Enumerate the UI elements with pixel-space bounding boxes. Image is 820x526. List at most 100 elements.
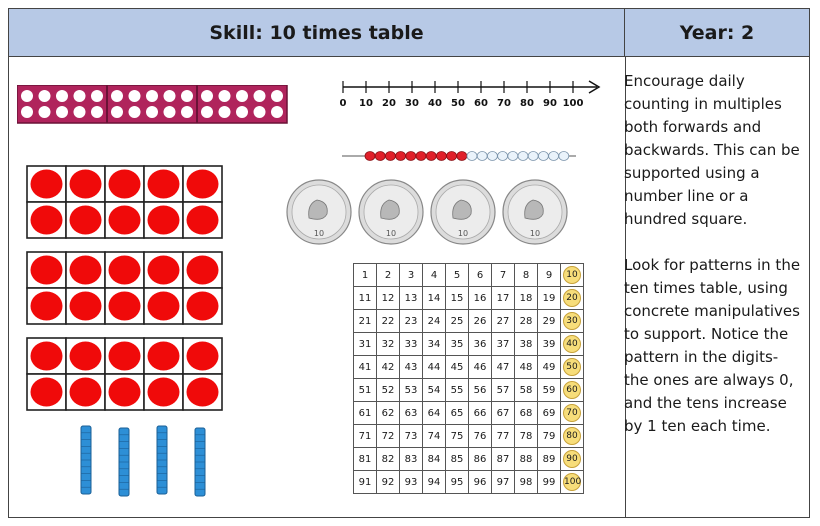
hundred-square-cell: 52 [376, 378, 400, 402]
hundred-square-cell: 23 [399, 309, 423, 333]
hundred-square-cell: 59 [537, 378, 561, 402]
hundred-square-cell: 78 [514, 424, 538, 448]
multiple-of-ten-cell: 60 [560, 378, 584, 402]
hundred-square-cell: 43 [399, 355, 423, 379]
tenframe-bar [17, 85, 288, 124]
counter-icon [147, 205, 180, 235]
hundred-square-cell: 7 [491, 263, 515, 287]
red-bead [446, 151, 457, 161]
guidance-para-2: Look for patterns in the ten times table… [624, 256, 801, 435]
hundred-square-cell: 29 [537, 309, 561, 333]
bar-dot [236, 90, 248, 102]
bar-dot [91, 106, 103, 118]
counter-icon [108, 291, 141, 321]
counter-icon [108, 377, 141, 407]
hundred-square-cell: 84 [422, 447, 446, 471]
number-line-label: 90 [543, 98, 557, 109]
counter-icon [186, 255, 219, 285]
hundred-square-cell: 47 [491, 355, 515, 379]
bar-dot [56, 106, 68, 118]
counter-icon [186, 291, 219, 321]
hundred-square-cell: 79 [537, 424, 561, 448]
counter-icon [108, 169, 141, 199]
hundred-square-cell: 63 [399, 401, 423, 425]
highlight-counter-icon: 70 [563, 404, 581, 422]
bar-dot [218, 106, 231, 118]
tens-rod-icon [194, 427, 206, 497]
ten-pence-coin-icon: 10 [502, 179, 568, 245]
counter-icon [30, 169, 63, 199]
number-line-label: 60 [474, 98, 488, 109]
counter-icon [30, 205, 63, 235]
bar-dot [56, 90, 68, 102]
hundred-square-cell: 93 [399, 470, 423, 494]
ten-frame-icon [26, 165, 223, 239]
bar-dot [146, 90, 158, 102]
red-bead [415, 151, 427, 161]
hundred-square-cell: 4 [422, 263, 446, 287]
white-bead [558, 151, 570, 161]
hundred-square-cell: 98 [514, 470, 538, 494]
hundred-square-cell: 81 [353, 447, 377, 471]
highlight-counter-icon: 20 [563, 289, 581, 307]
coin-label: 10 [458, 229, 468, 238]
red-bead [364, 151, 376, 161]
skill-title: Skill: 10 times table [9, 9, 625, 57]
hundred-square-cell: 37 [491, 332, 515, 356]
ten-pence-coin-icon: 10 [430, 179, 496, 245]
hundred-square-cell: 62 [376, 401, 400, 425]
bar-dot [21, 106, 33, 118]
bar-dot [271, 90, 283, 102]
hundred-square-cell: 54 [422, 378, 446, 402]
hundred-square-cell: 46 [468, 355, 492, 379]
highlight-counter-icon: 10 [563, 266, 581, 284]
counter-icon [147, 291, 180, 321]
bar-dot [271, 106, 283, 118]
counter-icon [30, 377, 63, 407]
white-bead [517, 151, 529, 161]
bar-dot [218, 90, 231, 102]
red-bead [436, 151, 447, 161]
highlight-counter-icon: 80 [563, 427, 581, 445]
multiple-of-ten-cell: 80 [560, 424, 584, 448]
number-line-label: 30 [405, 98, 419, 109]
counter-icon [186, 377, 219, 407]
hundred-square-cell: 51 [353, 378, 377, 402]
hundred-square-cell: 3 [399, 263, 423, 287]
hundred-square-cell: 21 [353, 309, 377, 333]
hundred-square-cell: 68 [514, 401, 538, 425]
tens-rod-icon [156, 425, 168, 495]
counter-icon [30, 255, 63, 285]
hundred-square-cell: 33 [399, 332, 423, 356]
hundred-square-cell: 76 [468, 424, 492, 448]
number-line-label: 50 [451, 98, 465, 109]
year-label: Year: 2 [625, 9, 809, 57]
highlight-counter-icon: 40 [563, 335, 581, 353]
guidance-text: Encourage daily counting in multiples bo… [624, 70, 802, 461]
hundred-square-cell: 74 [422, 424, 446, 448]
bar-dot [21, 90, 33, 102]
hundred-square-cell: 69 [537, 401, 561, 425]
bar-dot [146, 106, 158, 118]
hundred-square-cell: 58 [514, 378, 538, 402]
hundred-square-cell: 64 [422, 401, 446, 425]
hundred-square-cell: 75 [445, 424, 469, 448]
hundred-square-cell: 96 [468, 470, 492, 494]
counter-icon [69, 255, 102, 285]
hundred-square-cell: 66 [468, 401, 492, 425]
hundred-square-cell: 97 [491, 470, 515, 494]
tens-rods [80, 425, 206, 497]
hundred-square-cell: 6 [468, 263, 492, 287]
hundred-square-cell: 57 [491, 378, 515, 402]
hundred-square-cell: 36 [468, 332, 492, 356]
counter-icon [108, 205, 141, 235]
bar-dot [163, 90, 176, 102]
bar-dot [73, 90, 86, 102]
number-line-label: 80 [520, 98, 534, 109]
white-bead [527, 151, 539, 161]
hundred-square-cell: 65 [445, 401, 469, 425]
hundred-square-cell: 26 [468, 309, 492, 333]
